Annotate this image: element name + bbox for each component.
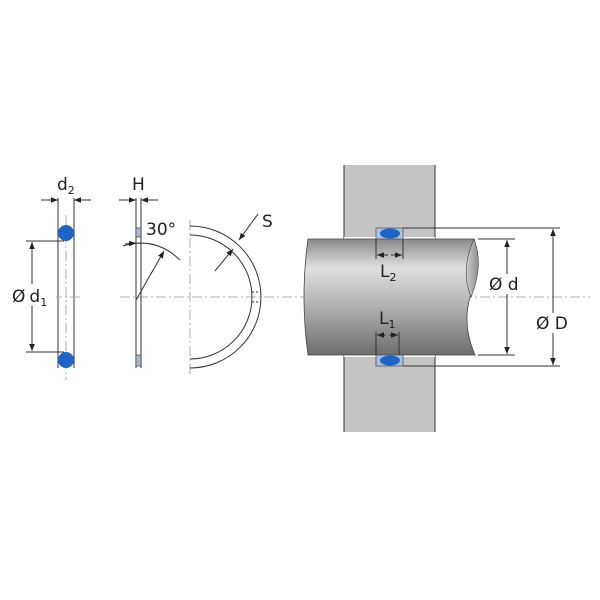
d-label: Ø d: [489, 275, 519, 295]
angle-arc: [122, 242, 181, 261]
s-arrow-outer: [238, 213, 259, 241]
shaft: [303, 238, 478, 356]
backup-section-top: [135, 227, 142, 238]
angle-label: 30°: [146, 220, 176, 240]
o-ring-section-top: [58, 225, 74, 241]
backup-ring-side-view: H 30°: [119, 175, 181, 368]
angle-leader: [135, 250, 165, 301]
installation-view: L2 L1 Ø d Ø D: [303, 165, 575, 432]
seal-bottom: [380, 355, 400, 366]
split-ring-front-view: S: [189, 212, 273, 375]
l1-label: L1: [379, 309, 395, 331]
seal-top: [380, 228, 400, 239]
shaft-end: [465, 238, 479, 298]
l2-label: L2: [380, 262, 396, 284]
s-arrow-inner: [214, 248, 234, 272]
s-label: S: [262, 212, 273, 232]
backup-section-bottom: [135, 354, 142, 367]
d2-label: d2: [57, 175, 75, 197]
D-label: Ø D: [536, 314, 568, 334]
o-ring-section-bottom: [58, 352, 74, 368]
h-label: H: [132, 175, 145, 195]
